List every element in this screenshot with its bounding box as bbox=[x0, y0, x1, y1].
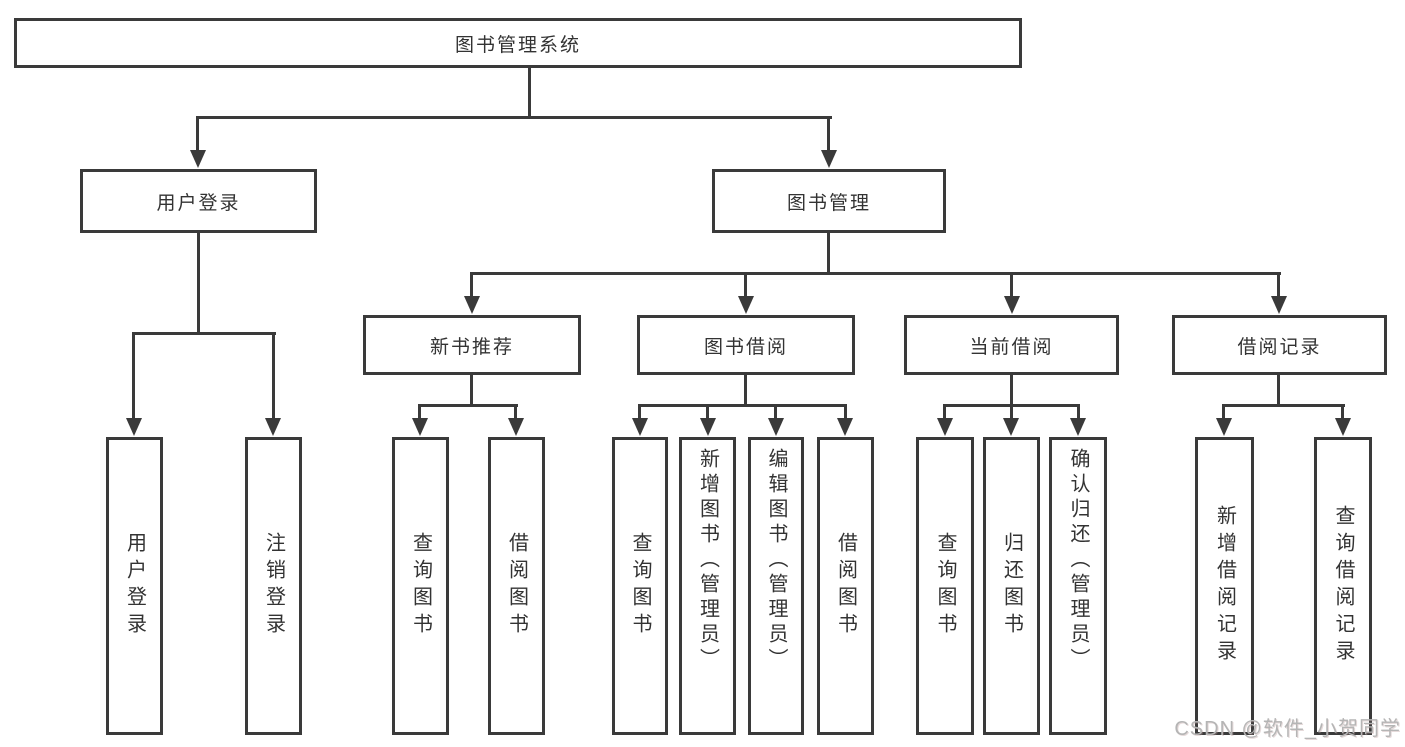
leaf-confirm-return-admin: 确认归还（管理员） bbox=[1049, 437, 1107, 735]
connector-line bbox=[1222, 404, 1225, 424]
node-label: 注销登录 bbox=[262, 532, 285, 640]
arrow-down-icon bbox=[821, 150, 837, 168]
connector-line bbox=[1277, 272, 1280, 300]
connector-line bbox=[1077, 404, 1080, 424]
node-label: 借阅图书 bbox=[505, 532, 528, 640]
node-label: 图书管理 bbox=[786, 192, 871, 214]
connector-line bbox=[638, 404, 847, 407]
connector-line bbox=[638, 404, 641, 424]
node-label: 新书推荐 bbox=[429, 336, 514, 358]
connector-line bbox=[1277, 375, 1280, 406]
connector-line bbox=[470, 375, 473, 406]
connector-line bbox=[197, 233, 200, 334]
leaf-query-book-current: 查询图书 bbox=[916, 437, 974, 735]
leaf-add-book-admin: 新增图书（管理员） bbox=[679, 437, 736, 735]
connector-line bbox=[706, 404, 709, 424]
node-book-borrow: 图书借阅 bbox=[637, 315, 855, 375]
connector-line bbox=[197, 116, 832, 119]
node-label: 查询借阅记录 bbox=[1332, 505, 1354, 667]
node-label: 图书借阅 bbox=[703, 336, 788, 358]
connector-line bbox=[132, 332, 135, 424]
connector-line bbox=[1010, 375, 1013, 406]
connector-line bbox=[418, 404, 518, 407]
arrow-down-icon bbox=[738, 296, 754, 314]
connector-line bbox=[196, 116, 199, 156]
arrow-down-icon bbox=[1335, 418, 1351, 436]
connector-line bbox=[528, 68, 531, 118]
connector-line bbox=[1010, 404, 1013, 424]
arrow-down-icon bbox=[632, 418, 648, 436]
node-current-borrow: 当前借阅 bbox=[904, 315, 1119, 375]
node-label: 用户登录 bbox=[123, 532, 146, 640]
arrow-down-icon bbox=[837, 418, 853, 436]
arrow-down-icon bbox=[937, 418, 953, 436]
node-user-login: 用户登录 bbox=[80, 169, 317, 233]
node-book-management: 图书管理 bbox=[712, 169, 946, 233]
connector-line bbox=[827, 116, 830, 156]
connector-line bbox=[943, 404, 946, 424]
node-label: 查询图书 bbox=[409, 532, 432, 640]
node-label: 确认归还（管理员） bbox=[1067, 448, 1089, 673]
connector-line bbox=[418, 404, 421, 424]
arrow-down-icon bbox=[1003, 418, 1019, 436]
csdn-watermark: CSDN @软件_小贺同学 bbox=[1174, 718, 1401, 740]
node-label: 归还图书 bbox=[1000, 532, 1023, 640]
arrow-down-icon bbox=[1070, 418, 1086, 436]
node-label: 图书管理系统 bbox=[454, 34, 581, 56]
arrow-down-icon bbox=[700, 418, 716, 436]
leaf-borrow-book-borrow: 借阅图书 bbox=[817, 437, 874, 735]
node-new-book-recommend: 新书推荐 bbox=[363, 315, 581, 375]
node-label: 借阅图书 bbox=[834, 532, 857, 640]
node-label: 编辑图书（管理员） bbox=[765, 448, 787, 673]
leaf-query-borrow-record: 查询借阅记录 bbox=[1314, 437, 1372, 735]
leaf-edit-book-admin: 编辑图书（管理员） bbox=[748, 437, 804, 735]
leaf-query-book-borrow: 查询图书 bbox=[612, 437, 668, 735]
node-label: 当前借阅 bbox=[969, 336, 1054, 358]
connector-line bbox=[514, 404, 517, 424]
connector-line bbox=[744, 272, 747, 300]
arrow-down-icon bbox=[126, 418, 142, 436]
leaf-user-login: 用户登录 bbox=[106, 437, 163, 735]
connector-line bbox=[774, 404, 777, 424]
connector-line bbox=[470, 272, 1281, 275]
connector-line bbox=[1010, 272, 1013, 300]
arrow-down-icon bbox=[1271, 296, 1287, 314]
connector-line bbox=[844, 404, 847, 424]
connector-line bbox=[1341, 404, 1344, 424]
connector-line bbox=[132, 332, 276, 335]
connector-line bbox=[744, 375, 747, 406]
arrow-down-icon bbox=[1004, 296, 1020, 314]
arrow-down-icon bbox=[1216, 418, 1232, 436]
arrow-down-icon bbox=[464, 296, 480, 314]
node-label: 查询图书 bbox=[934, 532, 956, 640]
node-label: 新增借阅记录 bbox=[1213, 505, 1236, 667]
leaf-return-book: 归还图书 bbox=[983, 437, 1040, 735]
arrow-down-icon bbox=[768, 418, 784, 436]
connector-line bbox=[827, 233, 830, 274]
connector-line bbox=[470, 272, 473, 300]
leaf-query-book-recommend: 查询图书 bbox=[392, 437, 449, 735]
leaf-borrow-book-recommend: 借阅图书 bbox=[488, 437, 545, 735]
node-root: 图书管理系统 bbox=[14, 18, 1022, 68]
connector-line bbox=[272, 332, 275, 424]
node-borrow-records: 借阅记录 bbox=[1172, 315, 1387, 375]
node-label: 查询图书 bbox=[629, 532, 651, 640]
arrow-down-icon bbox=[508, 418, 524, 436]
arrow-down-icon bbox=[190, 150, 206, 168]
leaf-add-borrow-record: 新增借阅记录 bbox=[1195, 437, 1254, 735]
arrow-down-icon bbox=[265, 418, 281, 436]
node-label: 新增图书（管理员） bbox=[696, 448, 719, 673]
node-label: 用户登录 bbox=[156, 192, 241, 214]
arrow-down-icon bbox=[412, 418, 428, 436]
node-label: 借阅记录 bbox=[1237, 336, 1322, 358]
leaf-logout: 注销登录 bbox=[245, 437, 302, 735]
connector-line bbox=[1222, 404, 1345, 407]
